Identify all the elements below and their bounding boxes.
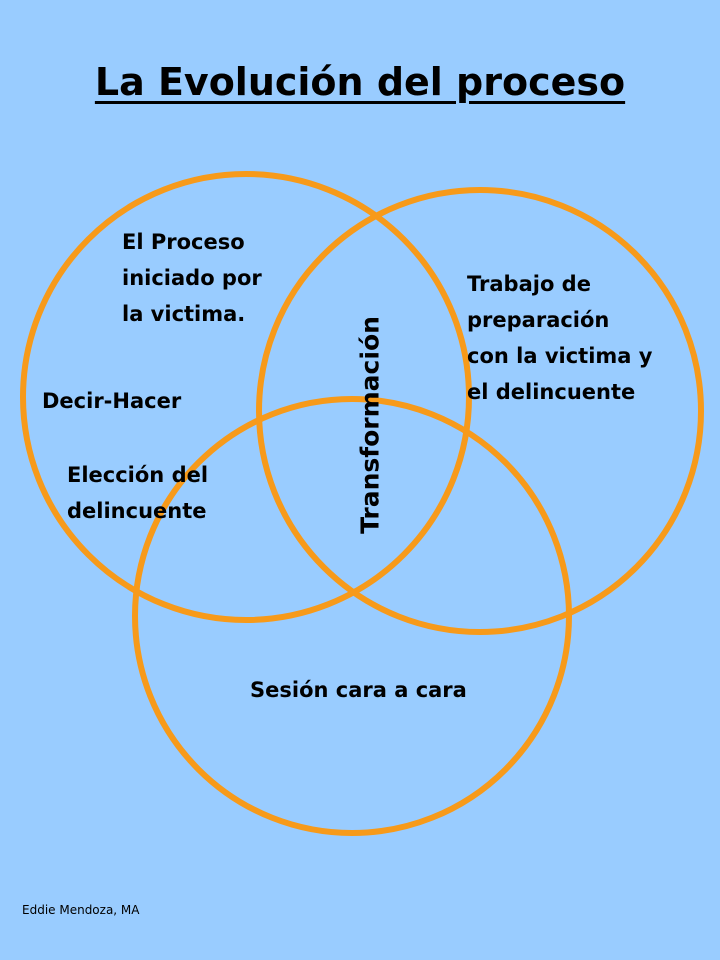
preparation-line-4: el delincuente xyxy=(467,380,636,404)
offender-choice-line-1: Elección del xyxy=(67,463,209,487)
author-credit: Eddie Mendoza, MA xyxy=(22,903,140,917)
decir-hacer-text: Decir-Hacer xyxy=(42,389,182,413)
preparation-work-label: Trabajo de preparación con la victima y … xyxy=(467,266,652,410)
victim-initiated-line-2: iniciado por xyxy=(122,266,262,290)
face-to-face-text: Sesión cara a cara xyxy=(250,678,467,702)
preparation-line-3: con la victima y xyxy=(467,344,653,368)
face-to-face-label: Sesión cara a cara xyxy=(250,672,467,708)
preparation-line-2: preparación xyxy=(467,308,610,332)
victim-initiated-line-3: la victima. xyxy=(122,302,246,326)
circle-face-to-face-session xyxy=(132,396,572,836)
circle-victim-initiated xyxy=(20,171,472,623)
offender-choice-line-2: delincuente xyxy=(67,499,207,523)
offender-choice-label: Elección del delincuente xyxy=(67,457,208,529)
decir-hacer-label: Decir-Hacer xyxy=(42,383,181,419)
victim-initiated-line-1: El Proceso xyxy=(122,230,245,254)
transformation-label: Transformación xyxy=(355,316,385,534)
circle-preparation-work xyxy=(256,187,704,635)
page-title: La Evolución del proceso xyxy=(94,60,626,104)
victim-initiated-label: El Proceso iniciado por la victima. xyxy=(122,224,262,332)
preparation-line-1: Trabajo de xyxy=(467,272,591,296)
